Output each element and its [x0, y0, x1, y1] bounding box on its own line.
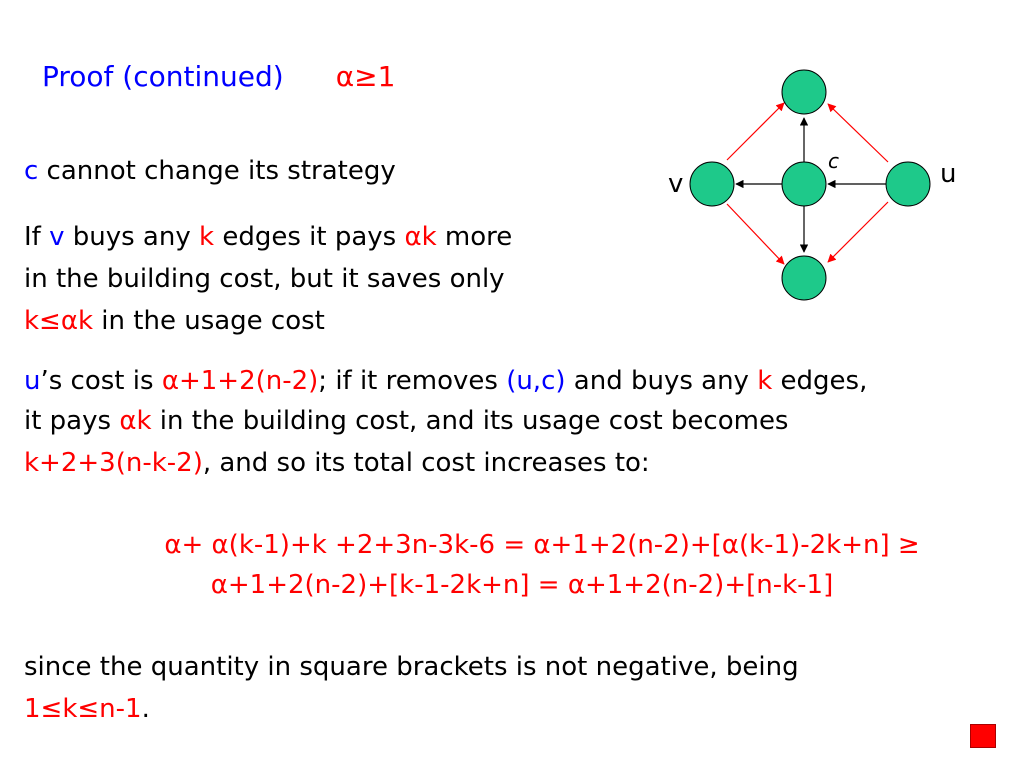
line2-a: If — [24, 222, 50, 252]
line7-rest: , and so its total cost increases to: — [202, 448, 650, 478]
alpha-k: αk — [404, 222, 437, 252]
k-le-alpha-k: k≤αk — [24, 306, 94, 336]
line-building-cost: in the building cost, but it saves only — [24, 264, 505, 294]
line-since: since the quantity in square brackets is… — [24, 652, 799, 682]
node-bottom — [781, 255, 827, 301]
edge-u-bottom — [827, 201, 889, 263]
node-u — [885, 161, 931, 207]
alpha-condition: α≥1 — [335, 60, 396, 93]
line5-d: edges, — [772, 366, 868, 396]
label-v: v — [668, 169, 683, 199]
alpha-k-2: αk — [119, 406, 152, 436]
line4-rest: in the usage cost — [93, 306, 325, 336]
var-k: k — [199, 222, 215, 252]
label-c: c — [828, 149, 839, 173]
k-range: 1≤k≤n-1 — [24, 694, 142, 724]
graph-diagram: v u c — [668, 69, 956, 301]
line5-c: and buys any — [565, 366, 758, 396]
edge-v-bottom — [726, 203, 785, 265]
line-usage-expr: k+2+3(n-k-2), and so its total cost incr… — [24, 442, 650, 484]
line6-a: it pays — [24, 406, 120, 436]
line2-b: buys any — [64, 222, 199, 252]
line-u-cost: u’s cost is α+1+2(n-2); if it removes (u… — [24, 360, 867, 402]
edge-v-top — [726, 102, 785, 161]
equation-1: α+ α(k-1)+k +2+3n-3k-6 = α+1+2(n-2)+[α(k… — [164, 530, 920, 560]
node-c — [781, 161, 827, 207]
line1-text: cannot change its strategy — [38, 156, 396, 186]
line2-d: more — [436, 222, 513, 252]
line-usage-cost: k≤αk in the usage cost — [24, 300, 325, 342]
line-v-buys: If v buys any k edges it pays αk more — [24, 216, 512, 258]
var-u: u — [24, 366, 41, 396]
node-top — [781, 69, 827, 115]
edge-uc: (u,c) — [506, 366, 566, 396]
line6-b: in the building cost, and its usage cost… — [151, 406, 789, 436]
line5-b: ; if it removes — [318, 366, 507, 396]
line2-c: edges it pays — [214, 222, 405, 252]
equation-2: α+1+2(n-2)+[k-1-2k+n] = α+1+2(n-2)+[n-k-… — [210, 570, 834, 600]
line5-a: ’s cost is — [40, 366, 162, 396]
slide-title: Proof (continued) α≥1 — [42, 60, 395, 93]
var-k-2: k — [757, 366, 773, 396]
var-c: c — [24, 156, 39, 186]
line-range: 1≤k≤n-1. — [24, 688, 150, 730]
node-v — [689, 161, 735, 207]
usage-expr: k+2+3(n-k-2) — [24, 448, 203, 478]
title-text: Proof (continued) — [42, 60, 284, 93]
period: . — [141, 694, 150, 724]
u-cost-expr: α+1+2(n-2) — [161, 366, 319, 396]
edge-u-top — [827, 103, 889, 163]
line-it-pays: it pays αk in the building cost, and its… — [24, 400, 788, 442]
var-v: v — [49, 222, 65, 252]
label-u: u — [940, 159, 956, 189]
line-c-strategy: c cannot change its strategy — [24, 150, 396, 192]
red-square-marker — [970, 724, 996, 748]
